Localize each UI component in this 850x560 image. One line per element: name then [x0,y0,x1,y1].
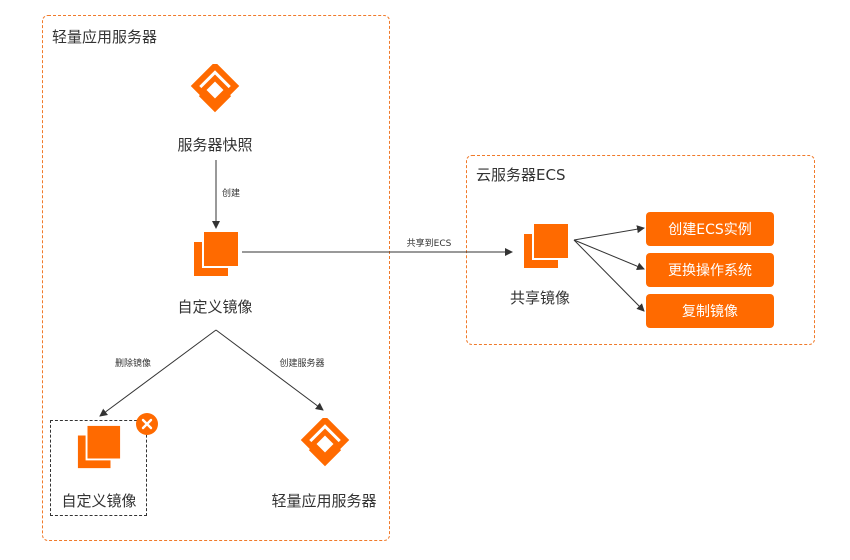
edge-to-action-3 [573,239,645,312]
deleted-image-box [50,420,147,516]
lightweight-server-group [42,15,390,541]
image-stack-icon [77,425,121,469]
deleted-custom-image-label: 自定义镜像 [61,492,137,510]
edge-label-create-server: 创建服务器 [278,356,326,369]
ecs-group-title: 云服务器ECS [476,166,566,184]
edge-to-action-1 [573,225,645,241]
lightweight-server-icon [300,418,350,467]
edge-to-action-2 [573,239,645,271]
lightweight-server-icon [190,64,240,113]
lightweight-server-group-title: 轻量应用服务器 [52,28,158,46]
custom-image-label: 自定义镜像 [177,298,253,316]
shared-image-label: 共享镜像 [509,289,571,307]
image-stack-icon [194,232,238,276]
ecs-group [466,155,815,345]
edge-label-share-to-ecs: 共享到ECS [405,236,453,249]
edge-label-create: 创建 [220,186,242,199]
replace-os-button[interactable]: 更换操作系统 [646,253,774,287]
copy-image-button[interactable]: 复制镜像 [646,294,774,328]
edge-delete-image [99,329,217,417]
edge-create-server [215,329,324,411]
close-icon[interactable] [135,412,159,436]
edge-label-delete-image: 删除镜像 [113,356,153,369]
new-server-label: 轻量应用服务器 [271,492,377,510]
image-stack-icon [524,224,568,268]
create-ecs-instance-button[interactable]: 创建ECS实例 [646,212,774,246]
snapshot-label: 服务器快照 [177,136,253,154]
